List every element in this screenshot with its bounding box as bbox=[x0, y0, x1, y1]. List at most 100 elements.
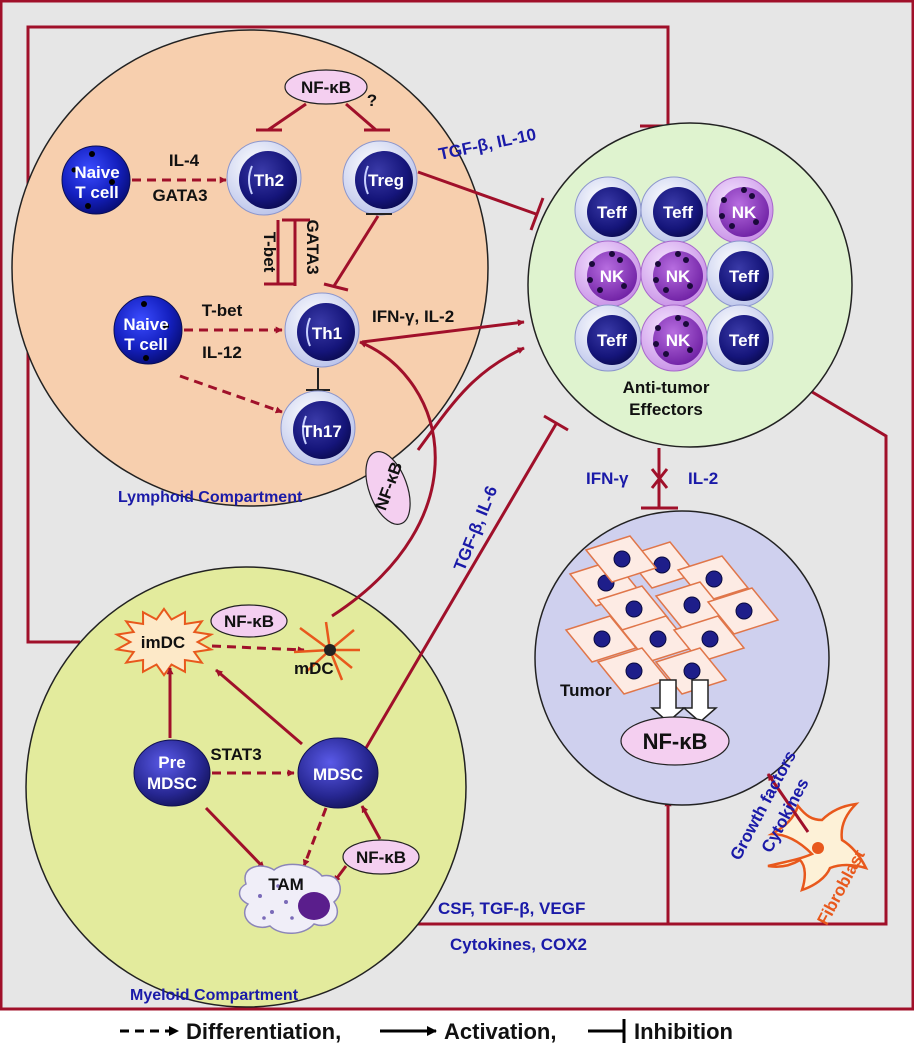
myeloid-compartment bbox=[25, 566, 467, 1008]
nk-cell: NK bbox=[574, 240, 642, 308]
mdc-label: mDC bbox=[294, 659, 334, 678]
pre-mdsc-cell: Pre MDSC bbox=[133, 739, 211, 807]
th17-cell: Th17 bbox=[280, 390, 356, 466]
effectors-title-line2: Effectors bbox=[629, 400, 703, 419]
legend-inhibition: Inhibition bbox=[634, 1019, 733, 1044]
lymphoid-compartment bbox=[11, 29, 489, 507]
nk-cell: NK bbox=[706, 176, 774, 244]
premdsc-to-tam-arrow bbox=[204, 806, 266, 870]
tam-label: TAM bbox=[268, 875, 304, 894]
tumor-block-arrow-2 bbox=[682, 679, 718, 723]
nfkb-tumor-label: NF-κB bbox=[643, 729, 708, 754]
nfkb-myeloid-top bbox=[210, 604, 288, 638]
tumor-label: Tumor bbox=[560, 681, 612, 700]
ifn-il2-label: IFN-γ, IL-2 bbox=[372, 307, 454, 326]
tumor-cell bbox=[706, 587, 780, 635]
imdc-cell: imDC bbox=[113, 607, 215, 677]
myeloid-title: Myeloid Compartment bbox=[130, 987, 299, 1004]
mdsc-to-imdc-arrow bbox=[215, 668, 303, 746]
naive-t-cell-2-line1: Naive bbox=[123, 315, 168, 334]
nfkb-vertical bbox=[365, 451, 411, 525]
lymphoid-title: Lymphoid Compartment bbox=[118, 489, 303, 506]
mdc-cell: mDC bbox=[293, 621, 360, 681]
tbet-label: T-bet bbox=[202, 301, 243, 320]
stat3-label: STAT3 bbox=[210, 745, 261, 764]
mdsc-label: MDSC bbox=[313, 765, 363, 784]
teff-cell: Teff bbox=[574, 176, 642, 244]
myeloid-inhibition-loop bbox=[26, 25, 670, 644]
effectors-title-line1: Anti-tumor bbox=[623, 378, 710, 397]
nfkb-myeloid-bottom bbox=[342, 839, 420, 875]
teff-label: Teff bbox=[729, 267, 759, 286]
nfkb-tumor bbox=[620, 716, 730, 766]
naive-t-cell-1: Naive T cell bbox=[61, 145, 131, 215]
imdc-label: imDC bbox=[141, 633, 185, 652]
tumor-block-arrow-1 bbox=[650, 679, 686, 723]
teff-label: Teff bbox=[729, 331, 759, 350]
mdsc-cell: MDSC bbox=[297, 737, 379, 809]
th2-label: Th2 bbox=[254, 171, 284, 190]
tumor-cell bbox=[564, 615, 638, 663]
cytokines-cox2-label: Cytokines, COX2 bbox=[450, 935, 587, 954]
nfkb-to-mdsc-arrow bbox=[360, 805, 382, 840]
pre-label: Pre bbox=[158, 753, 185, 772]
tumor-cell bbox=[654, 581, 728, 629]
mdsc-to-tam-arrow bbox=[302, 807, 328, 867]
nfkb-myeloid-top-label: NF-κB bbox=[224, 612, 274, 631]
legend-activation: Activation, bbox=[444, 1019, 556, 1044]
mdsc-inhibits-effectors bbox=[364, 423, 558, 749]
th2-cell: Th2 bbox=[226, 140, 302, 216]
nk-label: NK bbox=[600, 267, 625, 286]
mdc-activates-th1 bbox=[331, 340, 437, 618]
nk-label: NK bbox=[666, 267, 691, 286]
mdc-activates-effectors bbox=[416, 346, 525, 451]
nfkb-myeloid-bottom-label: NF-κB bbox=[356, 848, 406, 867]
teff-cell: Teff bbox=[706, 240, 774, 308]
legend-differentiation: Differentiation, bbox=[186, 1019, 341, 1044]
treg-inhibits-effectors bbox=[417, 170, 537, 216]
tbet-vertical-label: T-bet bbox=[260, 232, 279, 273]
csf-label: CSF, TGF-β, VEGF bbox=[438, 899, 585, 918]
teff-cell: Teff bbox=[706, 304, 774, 372]
fibroblast-to-tumor-arrow bbox=[766, 773, 810, 833]
naive-t-cell-2-line2: T cell bbox=[124, 335, 167, 354]
teff-cell: Teff bbox=[640, 176, 708, 244]
teff-label: Teff bbox=[597, 203, 627, 222]
il2-label: IL-2 bbox=[688, 469, 718, 488]
imdc-to-mdc-arrow bbox=[211, 644, 305, 654]
tam-cell: TAM bbox=[238, 863, 341, 934]
teff-cell: Teff bbox=[574, 304, 642, 372]
nk-cell: NK bbox=[640, 240, 708, 308]
gata3-vertical-label: GATA3 bbox=[303, 219, 322, 274]
naive-to-th17-arrow bbox=[179, 374, 283, 414]
gata3-label: GATA3 bbox=[152, 186, 207, 205]
naive-t-cell-1-line2: T cell bbox=[75, 183, 118, 202]
tumor-cells bbox=[564, 535, 780, 695]
fibroblast-cell bbox=[767, 802, 869, 892]
th1-label: Th1 bbox=[312, 324, 342, 343]
nk-label: NK bbox=[732, 203, 757, 222]
teff-label: Teff bbox=[597, 331, 627, 350]
th1-activates-effectors bbox=[361, 319, 525, 344]
tumor-cell bbox=[596, 647, 670, 695]
th17-label: Th17 bbox=[302, 422, 342, 441]
teff-label: Teff bbox=[663, 203, 693, 222]
naive-t-cell-1-line1: Naive bbox=[74, 163, 119, 182]
treg-label: Treg bbox=[368, 171, 404, 190]
treg-cell: Treg bbox=[342, 140, 418, 216]
il12-label: IL-12 bbox=[202, 343, 242, 362]
naive-t-cell-2: Naive T cell bbox=[113, 295, 183, 365]
pre-mdsc-label: MDSC bbox=[147, 774, 197, 793]
nk-cell: NK bbox=[640, 304, 708, 372]
fibroblast-inhibition-loop bbox=[408, 378, 888, 926]
question-mark: ? bbox=[367, 91, 377, 110]
ifng-label: IFN-γ bbox=[586, 469, 629, 488]
nfkb-lymphoid-top-label: NF-κB bbox=[301, 78, 351, 97]
tumor-cell bbox=[584, 535, 658, 583]
nk-label: NK bbox=[666, 331, 691, 350]
nfkb-lymphoid-top bbox=[284, 69, 368, 105]
il4-label: IL-4 bbox=[169, 151, 200, 170]
th1-cell: Th1 bbox=[284, 292, 360, 368]
